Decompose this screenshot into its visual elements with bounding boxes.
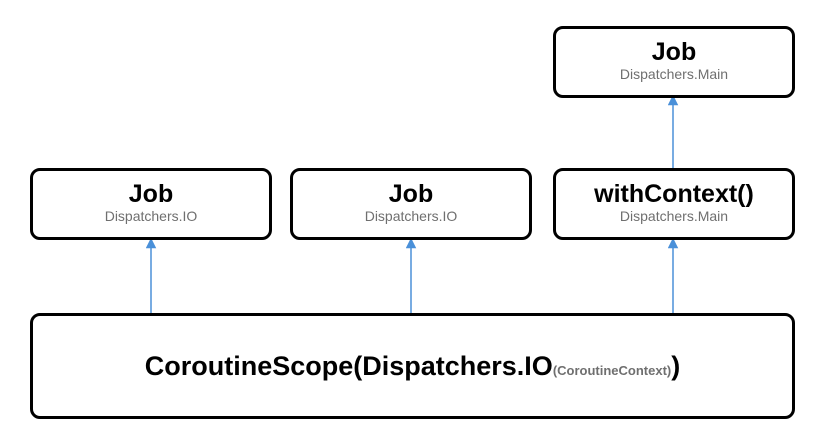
withcontext-dispatcher: Dispatchers.Main [619, 208, 729, 224]
job-io-dispatcher-1: Dispatchers.IO [104, 208, 198, 224]
job-main-dispatcher: Dispatchers.Main [619, 66, 729, 82]
coroutine-scope-label: CoroutineScope(Dispatchers.IO(CoroutineC… [145, 351, 681, 382]
job-main-box: Job Dispatchers.Main [553, 26, 795, 98]
withcontext-title: withContext() [594, 180, 754, 208]
job-io-title-2: Job [388, 180, 434, 208]
job-io-title-1: Job [128, 180, 174, 208]
coroutine-scope-box: CoroutineScope(Dispatchers.IO(CoroutineC… [30, 313, 795, 419]
scope-prefix: CoroutineScope(Dispatchers.IO [144, 350, 553, 381]
scope-subscript: (CoroutineContext) [552, 362, 672, 378]
job-io-box-2: Job Dispatchers.IO [290, 168, 532, 240]
job-main-title: Job [651, 38, 697, 66]
job-io-box-1: Job Dispatchers.IO [30, 168, 272, 240]
withcontext-box: withContext() Dispatchers.Main [553, 168, 795, 240]
job-io-dispatcher-2: Dispatchers.IO [364, 208, 458, 224]
scope-suffix: ) [671, 350, 681, 381]
